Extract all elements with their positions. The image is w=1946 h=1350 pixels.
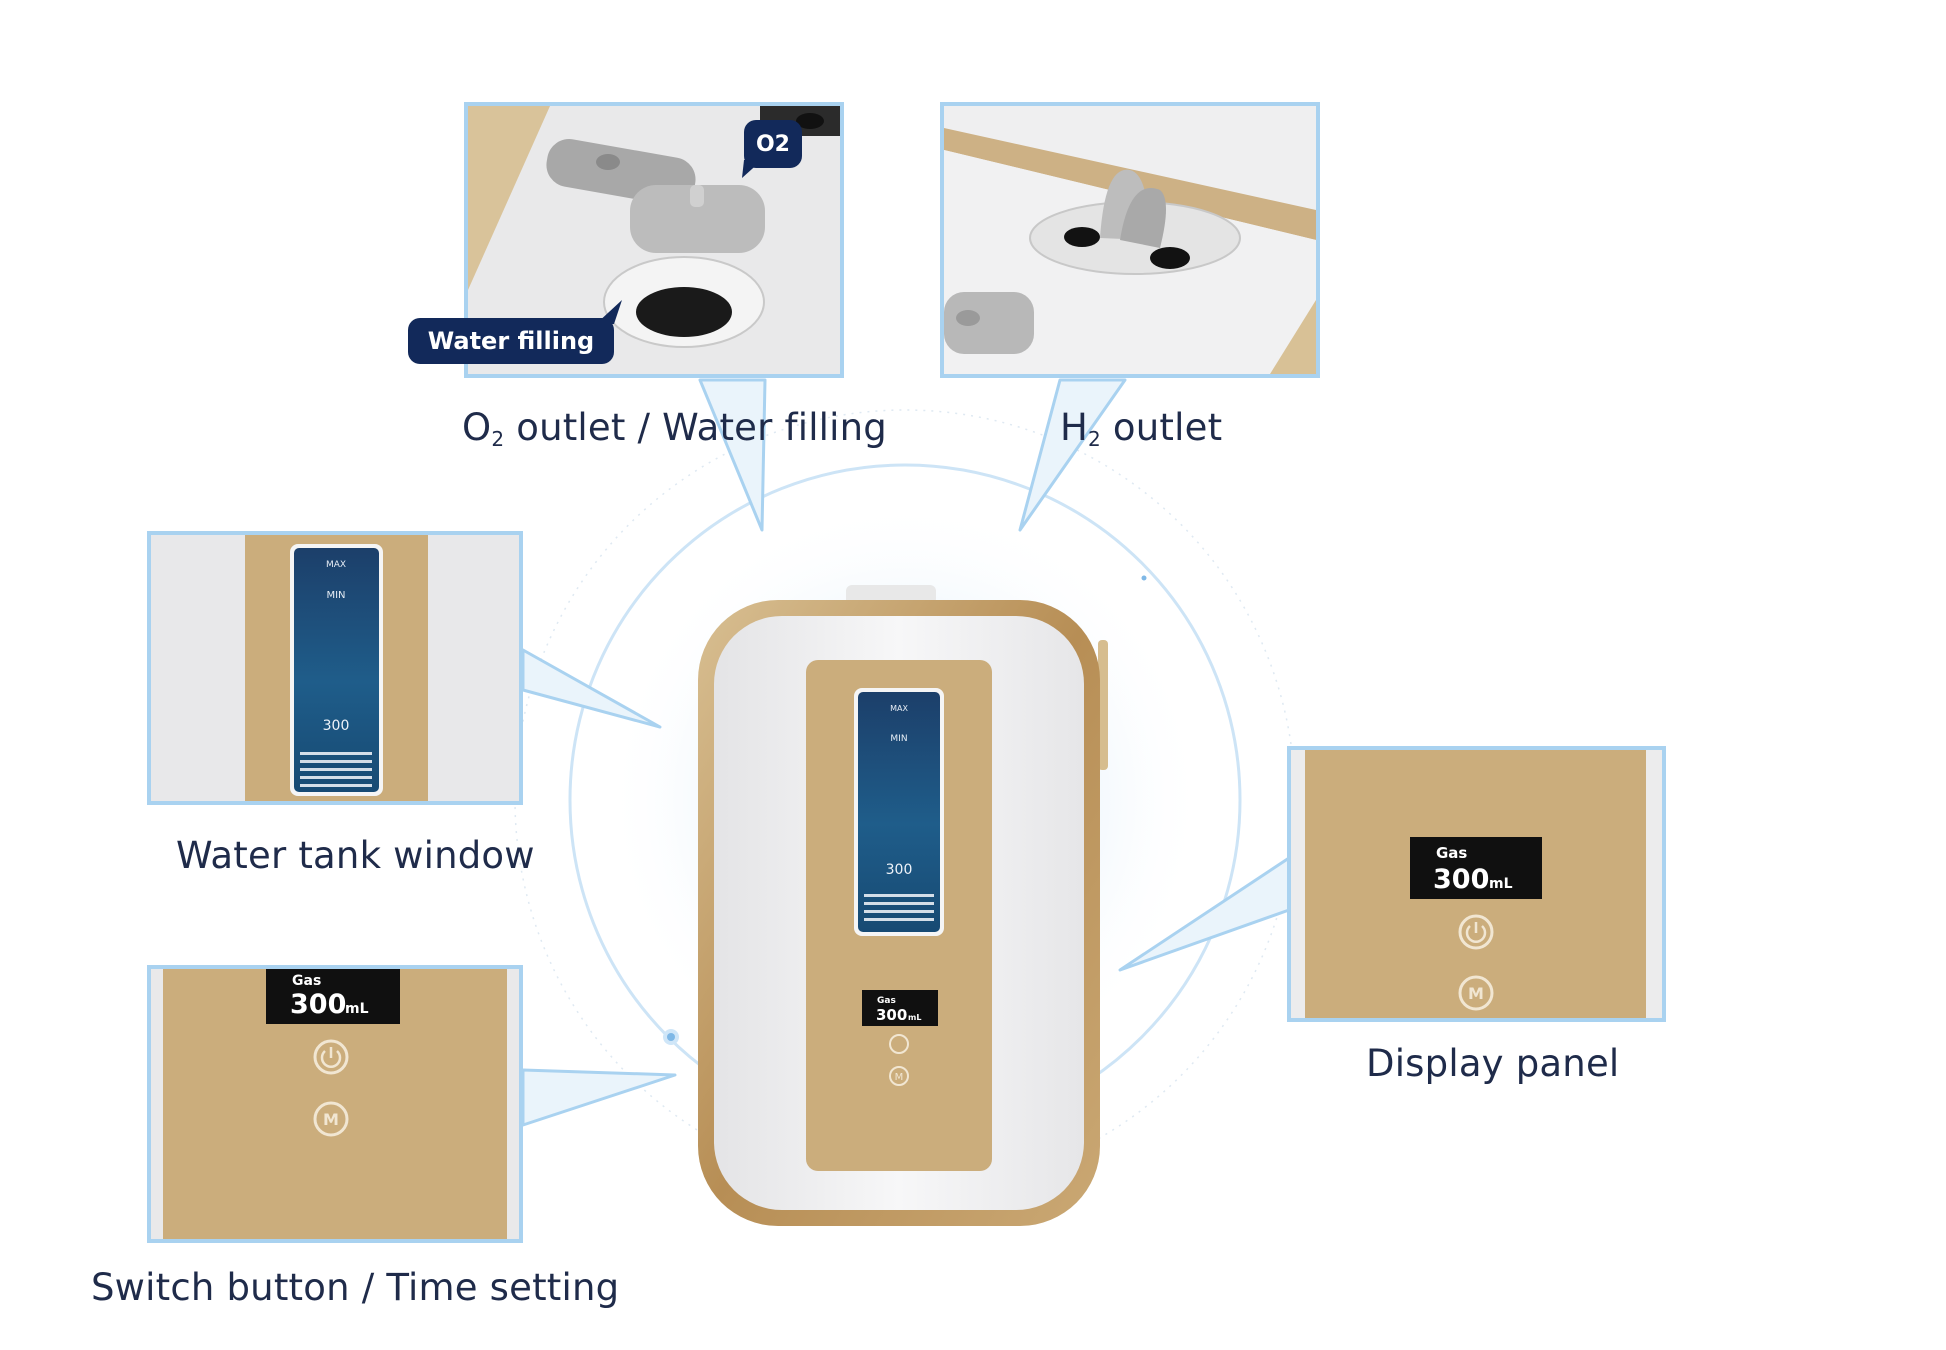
tank-max-mark: MAX [326, 560, 346, 570]
panel-screen-unit: mL [1489, 876, 1513, 892]
water-filling-badge-text: Water filling [427, 327, 595, 355]
callout-pointers [521, 378, 1291, 1127]
switch-label-text: Switch button / Time setting [91, 1266, 620, 1309]
tank-min-mark: MIN [326, 590, 345, 601]
o2-label-text: outlet / Water filling [504, 406, 887, 449]
panel-mode-letter: M [1468, 984, 1484, 1003]
mode-letter: M [323, 1110, 339, 1129]
h2-subscript: 2 [1088, 427, 1101, 451]
device-mode-letter: M [895, 1072, 904, 1083]
inset-h2-outlet [940, 102, 1320, 378]
o2-cap-corner [944, 292, 1034, 354]
label-switch-button: Switch button / Time setting [91, 1266, 619, 1309]
device-max-mark: MAX [890, 704, 908, 713]
panel-screen-mode: Gas [1436, 844, 1467, 862]
o2-badge-text: O2 [755, 131, 790, 157]
h2-label-text: outlet [1100, 406, 1223, 449]
device-volume: 300 [886, 862, 913, 878]
device-screen-value: 300 [876, 1006, 907, 1024]
panel-screen-value: 300 [1433, 864, 1489, 895]
device-screen-unit: mL [908, 1013, 921, 1022]
o2-cap [546, 139, 765, 253]
device-screen-mode: Gas [877, 996, 896, 1006]
device-mode-icon [889, 1066, 909, 1086]
o2-symbol: O [462, 406, 492, 449]
label-water-tank-window: Water tank window [176, 834, 535, 877]
tank-volume: 300 [323, 718, 350, 734]
inset-screen-mode: Gas [292, 973, 321, 989]
hydrogen-device: MAX MIN 300 Gas 300 mL M [698, 585, 1108, 1226]
h2-nozzle [1029, 169, 1241, 275]
water-filling-badge-tail [596, 300, 622, 324]
water-filling-port [603, 256, 765, 348]
display-label-text: Display panel [1366, 1042, 1620, 1085]
panel-power-icon [1458, 914, 1494, 950]
mode-icon: M [313, 1101, 349, 1137]
inset-screen-value: 300 [290, 989, 346, 1020]
power-icon [313, 1039, 349, 1075]
h2-symbol: H [1060, 406, 1089, 449]
device-power-icon [889, 1034, 909, 1054]
device-min-mark: MIN [890, 734, 907, 744]
panel-mode-icon: M [1458, 975, 1494, 1011]
inset-display-panel: Gas 300 mL M [1287, 746, 1666, 1022]
water-tank-label-text: Water tank window [176, 834, 535, 877]
o2-badge-tail [742, 160, 762, 178]
inset-water-tank-window: MAX MIN 300 [147, 531, 523, 805]
label-display-panel: Display panel [1366, 1042, 1619, 1085]
inset-screen-unit: mL [345, 1001, 369, 1017]
inset-switch-button: Gas 300 mL M [147, 965, 523, 1243]
label-h2-outlet: H2 outlet [1060, 406, 1222, 451]
water-filling-badge: Water filling [408, 318, 614, 364]
o2-subscript: 2 [491, 427, 505, 451]
label-o2-outlet-water-filling: O2 outlet / Water filling [462, 406, 887, 451]
